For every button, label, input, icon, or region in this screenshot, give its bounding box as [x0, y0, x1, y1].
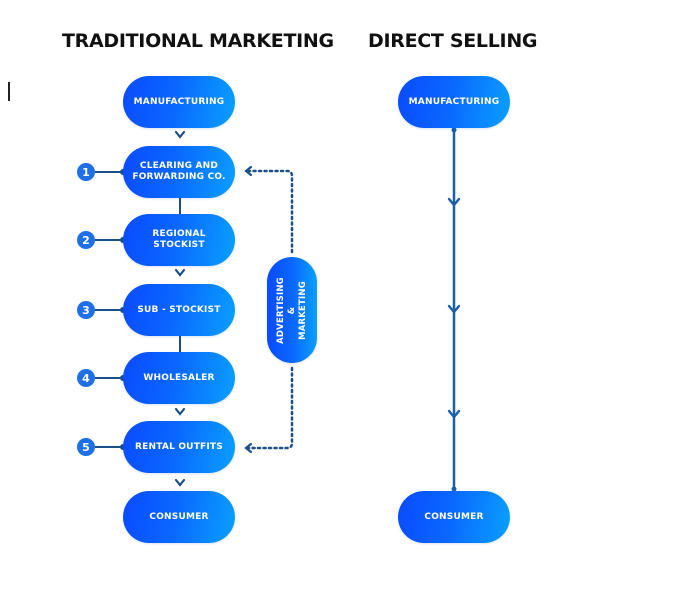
- arrow-down-icon: [447, 197, 461, 207]
- step-sub-stockist: SUB - STOCKIST: [123, 284, 235, 336]
- step-rental-outfits: RENTAL OUTFITS: [123, 421, 235, 473]
- dotted-arrow-left-icon: [244, 366, 294, 450]
- text-cursor-icon: [8, 82, 10, 101]
- step-manufacturing: MANUFACTURING: [123, 76, 235, 128]
- step-number-badge: 2: [77, 231, 95, 249]
- chevron-down-icon: [174, 407, 186, 416]
- step-number-badge: 4: [77, 369, 95, 387]
- direct-step-manufacturing: MANUFACTURING: [398, 76, 510, 128]
- direct-step-consumer: CONSUMER: [398, 491, 510, 543]
- advertising-marketing-box: ADVERTISING & MARKETING: [267, 257, 317, 363]
- step-clearing-forwarding: CLEARING AND FORWARDING CO.: [123, 146, 235, 198]
- step-wholesaler: WHOLESALER: [123, 352, 235, 404]
- badge-connectors: [95, 169, 126, 450]
- arrow-down-icon: [447, 409, 461, 419]
- step-number-badge: 3: [77, 301, 95, 319]
- dotted-arrow-left-icon: [244, 169, 294, 254]
- chevron-down-icon: [174, 130, 186, 139]
- chevron-down-icon: [174, 268, 186, 277]
- step-number-badge: 1: [77, 163, 95, 181]
- chevron-down-icon: [174, 478, 186, 487]
- step-regional-stockist: REGIONAL STOCKIST: [123, 214, 235, 266]
- traditional-marketing-title: TRADITIONAL MARKETING: [62, 30, 334, 52]
- step-number-badge: 5: [77, 438, 95, 456]
- step-consumer: CONSUMER: [123, 491, 235, 543]
- direct-selling-title: DIRECT SELLING: [368, 30, 538, 52]
- arrow-down-icon: [447, 304, 461, 314]
